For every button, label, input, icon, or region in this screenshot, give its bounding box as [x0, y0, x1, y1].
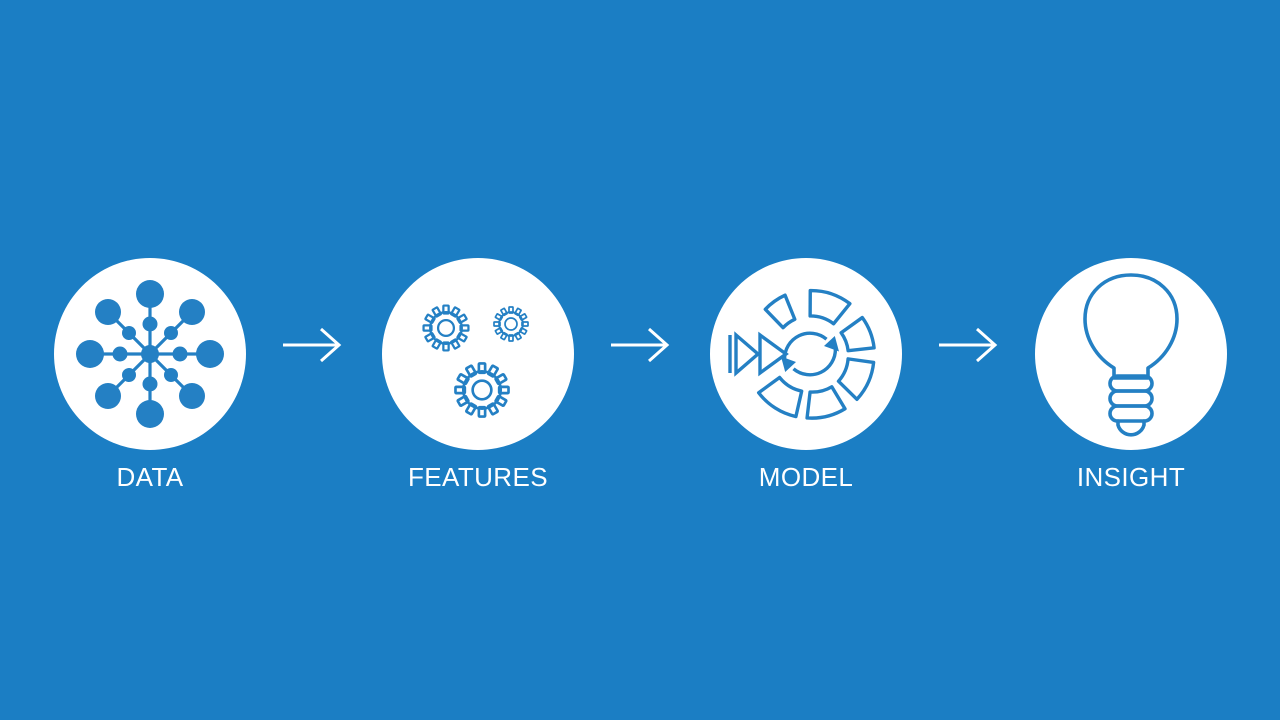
stage-data-disc	[54, 258, 246, 450]
stage-model-label: MODEL	[758, 462, 854, 492]
arrow-data-to-features	[283, 325, 343, 365]
right-arrow-icon	[611, 327, 670, 363]
lightbulb-icon	[1083, 273, 1179, 437]
network-nodes-icon	[76, 280, 224, 428]
stage-insight-label: INSIGHT	[1076, 462, 1186, 492]
stage-data[interactable]: DATA	[54, 258, 246, 498]
stage-model-disc	[710, 258, 902, 450]
stage-features-label: FEATURES	[408, 462, 548, 492]
right-arrow-icon	[939, 327, 998, 363]
arrow-features-to-model	[611, 325, 671, 365]
stage-features[interactable]: FEATURES	[382, 258, 574, 498]
stage-insight-disc	[1035, 258, 1227, 450]
right-arrow-icon	[283, 327, 342, 363]
stage-model[interactable]: MODEL	[710, 258, 902, 498]
arrow-model-to-insight	[939, 325, 999, 365]
model-wheel-icon	[728, 288, 876, 420]
stage-data-label: DATA	[116, 462, 184, 492]
stage-insight[interactable]: INSIGHT	[1035, 258, 1227, 498]
stage-features-disc	[382, 258, 574, 450]
gears-icon	[422, 304, 529, 418]
